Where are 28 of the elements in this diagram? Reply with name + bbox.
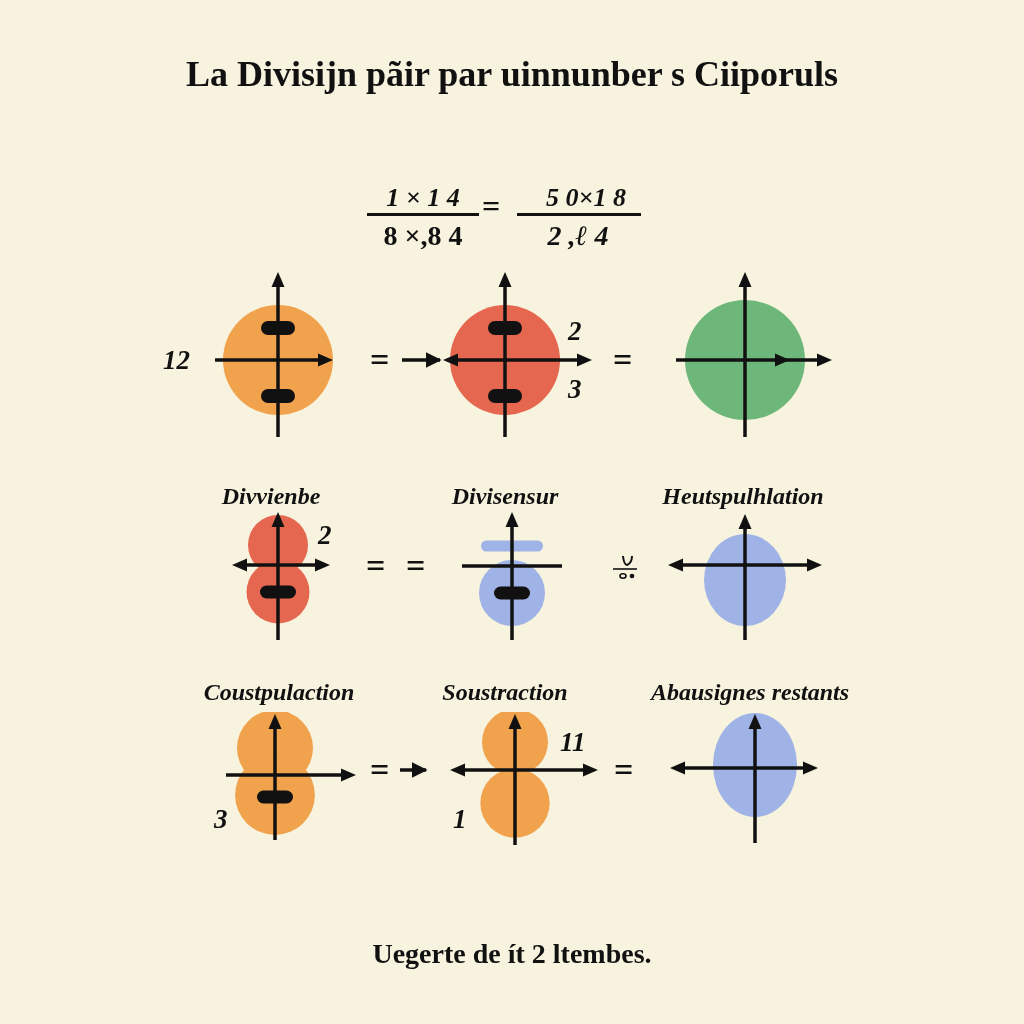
number-label: 3: [568, 376, 582, 403]
section-heading: Soustraction: [442, 680, 568, 704]
number-label: 11: [560, 729, 586, 756]
section-heading: Coustpulaction: [203, 680, 355, 704]
title: La Divisijn pãir par uinnunber s Ciiporuls: [185, 56, 839, 92]
section-heading: Divvienbe: [221, 484, 321, 508]
number-label: 2: [568, 318, 582, 345]
denominator-text: 8 ×,8 4: [383, 222, 463, 250]
number-label: 3: [214, 806, 228, 833]
numerator-text: 1 × 1 4: [386, 185, 460, 211]
number-label: 1: [453, 806, 467, 833]
numerator-text: 5 0×1 8: [546, 185, 626, 211]
equals-sign: =: [613, 343, 633, 377]
section-heading: Heutspulhlation: [662, 484, 824, 508]
section-heading: Divisensur: [451, 484, 559, 508]
equals-sign: =: [482, 190, 501, 222]
equals-sign: =: [366, 549, 386, 583]
equals-sign: =: [370, 753, 390, 787]
equals-sign: =: [370, 343, 390, 377]
section-heading: Abausignes restants: [650, 680, 850, 704]
number-label: 2: [318, 522, 332, 549]
denominator-text: 2 ,ℓ 4: [547, 222, 609, 250]
arrow: [400, 762, 428, 778]
arrow: [402, 352, 442, 368]
number-label: 12: [163, 347, 190, 374]
caption: Uegerte de ít 2 ltembes.: [372, 940, 652, 968]
equals-sign: =: [406, 549, 426, 583]
equals-sign: =: [614, 753, 634, 787]
